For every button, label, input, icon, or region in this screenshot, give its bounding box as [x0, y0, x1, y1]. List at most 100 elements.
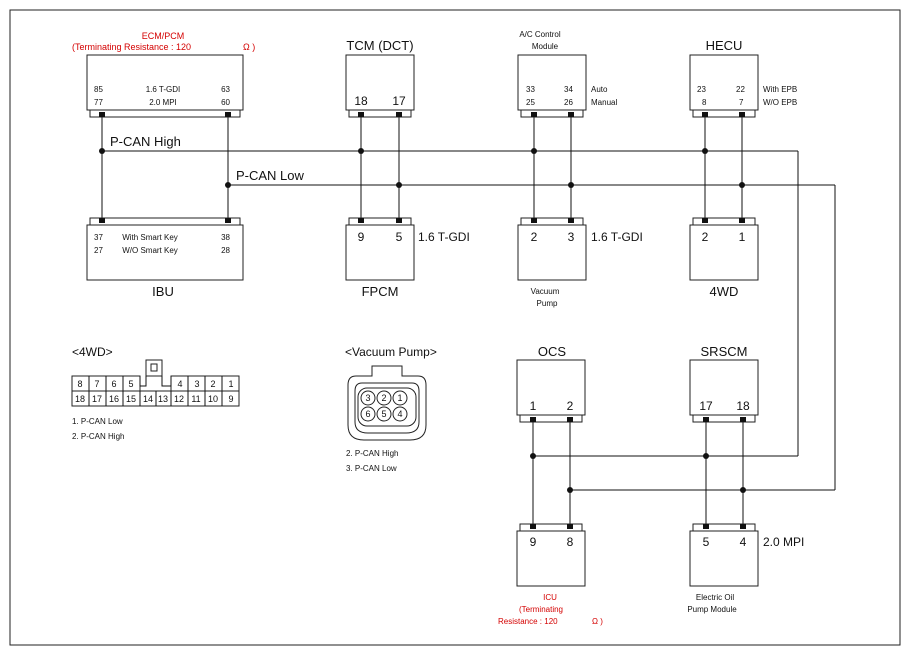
terminal-pin	[567, 417, 573, 422]
icu-title: ICU	[543, 593, 557, 602]
connector-pin	[360, 390, 376, 406]
label: Resistance : 120	[498, 617, 558, 626]
label: 2	[702, 230, 709, 244]
connector-box	[519, 414, 583, 423]
label: Ω )	[592, 617, 603, 626]
label: 23	[697, 85, 706, 94]
label: 1.6 T-GDI	[146, 85, 181, 94]
connector-box	[692, 109, 756, 118]
connector-box	[150, 363, 158, 372]
label: 1	[739, 230, 746, 244]
ibu-title: IBU	[152, 284, 174, 299]
ibu-module: 37 With Smart Key 38 27 W/O Smart Key 28…	[86, 217, 244, 299]
label: 17	[392, 94, 406, 108]
label: 17	[92, 394, 102, 404]
label: Vacuum	[531, 287, 560, 296]
p-can-high-label: P-CAN High	[110, 134, 181, 149]
label: 1	[530, 399, 537, 413]
label: 8	[702, 98, 707, 107]
label: 77	[94, 98, 103, 107]
label: With EPB	[763, 85, 797, 94]
terminal-pin	[396, 218, 402, 223]
connector-box	[89, 109, 241, 118]
label: 10	[208, 394, 218, 404]
junction-dot	[531, 148, 537, 154]
connector-pin	[360, 406, 376, 422]
ecm-title: ECM/PCM	[142, 31, 185, 41]
label: 5	[396, 230, 403, 244]
connector-box	[689, 224, 759, 281]
label: 6	[111, 379, 116, 389]
label: 6	[365, 409, 370, 419]
ocs-title: OCS	[538, 344, 567, 359]
terminal-pin	[702, 218, 708, 223]
label: 25	[526, 98, 535, 107]
label: 8	[77, 379, 82, 389]
label: 3	[568, 230, 575, 244]
wire-segment	[139, 376, 147, 387]
terminal-pin	[739, 218, 745, 223]
connector-box	[86, 54, 244, 111]
terminal-pin	[703, 417, 709, 422]
label: 2.0 MPI	[149, 98, 177, 107]
label: 9	[228, 394, 233, 404]
terminal-pin	[702, 112, 708, 117]
srscm-module: SRSCM 17 18	[689, 344, 759, 423]
label: Pump	[537, 299, 558, 308]
connector-box	[345, 224, 415, 281]
connector-box	[516, 359, 586, 416]
label: 4	[740, 535, 747, 549]
terminal-pin	[225, 218, 231, 223]
label: 5	[128, 379, 133, 389]
label: 34	[564, 85, 573, 94]
icu-module: 9 8 ICU (Terminating Resistance : 120 Ω …	[498, 523, 603, 626]
label: 3	[194, 379, 199, 389]
label: 12	[174, 394, 184, 404]
connector-box	[689, 54, 759, 111]
fpcm-module: 9 5 1.6 T-GDI FPCM	[345, 217, 470, 299]
junction-dot	[703, 453, 709, 459]
junction-dot	[739, 182, 745, 188]
terminal-pin	[99, 112, 105, 117]
ecm-ohm-label: Ω )	[243, 42, 255, 52]
junction-dot	[530, 453, 536, 459]
label: 2	[381, 393, 386, 403]
connector-box	[692, 414, 756, 423]
label: 85	[94, 85, 103, 94]
label: 4	[397, 409, 402, 419]
terminal-pin	[740, 417, 746, 422]
label: 5	[381, 409, 386, 419]
connector-pin	[392, 406, 408, 422]
ecm-pcm-module: ECM/PCM (Terminating Resistance : 120 Ω …	[72, 31, 255, 118]
label: 5	[703, 535, 710, 549]
label: 9	[358, 230, 365, 244]
label: 15	[126, 394, 136, 404]
label: 63	[221, 85, 230, 94]
connector-box	[86, 224, 244, 281]
label: 22	[736, 85, 745, 94]
label: 9	[530, 535, 537, 549]
terminal-pin	[531, 112, 537, 117]
label: 33	[526, 85, 535, 94]
terminal-pin	[568, 218, 574, 223]
label: W/O EPB	[763, 98, 797, 107]
connector-box	[89, 217, 241, 226]
p-can-low-label: P-CAN Low	[236, 168, 305, 183]
4wd-legend-1: 1. P-CAN Low	[72, 417, 123, 426]
tcm-module: TCM (DCT) 18 17	[345, 38, 415, 118]
srscm-title: SRSCM	[701, 344, 748, 359]
vacuum-pump-module: 2 3 1.6 T-GDI Vacuum Pump	[517, 217, 643, 308]
label: 11	[191, 394, 200, 404]
label: Electric Oil	[696, 593, 734, 602]
connector-box	[689, 530, 759, 587]
label: 1.6 T-GDI	[591, 230, 643, 244]
terminal-pin	[568, 112, 574, 117]
label: 2	[531, 230, 538, 244]
label: 26	[564, 98, 573, 107]
connector-box	[517, 224, 587, 281]
terminal-pin	[358, 112, 364, 117]
diagram-frame	[9, 9, 901, 646]
label: 13	[158, 394, 168, 404]
label: (Terminating	[519, 605, 563, 614]
label: 1	[228, 379, 233, 389]
